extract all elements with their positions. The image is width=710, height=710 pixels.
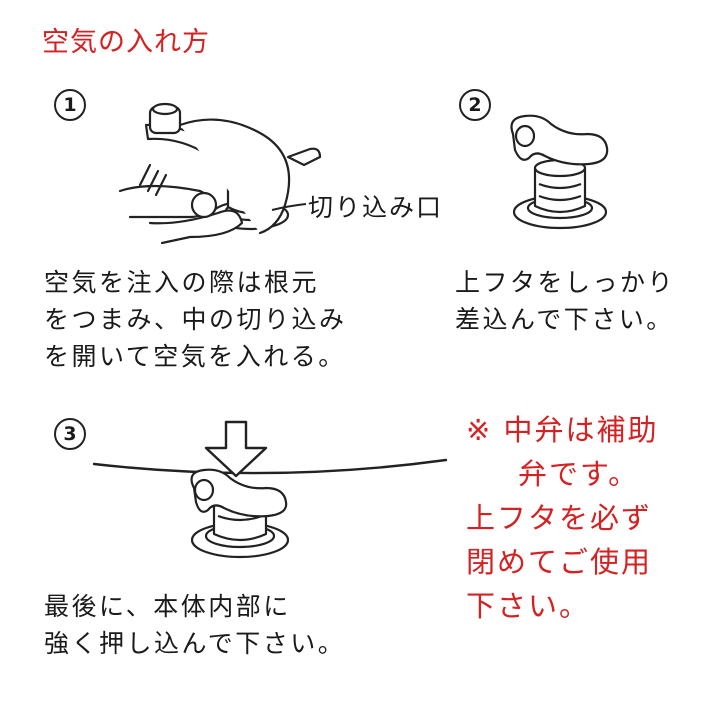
step-1-line: を開いて空気を入れる。 xyxy=(44,342,346,371)
step-2-line: 上フタをしっかり xyxy=(455,268,676,297)
step-2-line: 差込んで下さい。 xyxy=(455,305,674,334)
step-2-number: 2 xyxy=(459,89,491,121)
page-title: 空気の入れ方 xyxy=(42,27,210,58)
step-3-line: 最後に、本体内部に xyxy=(44,592,291,621)
step-1-line: をつまみ、中の切り込み xyxy=(44,305,347,334)
step-1-text: 空気を注入の際は根元 をつまみ、中の切り込み を開いて空気を入れる。 xyxy=(44,264,347,375)
down-arrow-icon xyxy=(204,420,268,478)
pushed-valve-illustration xyxy=(92,420,448,559)
step-1-callout: 切り込み口 xyxy=(308,193,444,222)
step-1-number: 1 xyxy=(54,89,86,121)
step-2-text: 上フタをしっかり 差込んで下さい。 xyxy=(455,264,675,338)
note-line: 弁です。 xyxy=(518,457,640,491)
warning-note: ※ 中弁は補助 弁です。 上フタを必ず 閉めてご使用 下さい。 xyxy=(466,408,659,628)
step-3-line: 強く押し込んで下さい。 xyxy=(44,629,346,658)
callout-pointer xyxy=(271,203,307,211)
note-line: 下さい。 xyxy=(466,589,591,623)
note-line: 上フタを必ず xyxy=(466,501,653,535)
step-1-line: 空気を注入の際は根元 xyxy=(44,268,320,297)
hand-pinching-valve-illustration xyxy=(118,102,322,245)
note-line: ※ 中弁は補助 xyxy=(466,413,659,447)
step-3-text: 最後に、本体内部に 強く押し込んで下さい。 xyxy=(44,588,345,662)
note-line: 閉めてご使用 xyxy=(466,545,653,579)
capped-valve-illustration xyxy=(510,114,609,230)
step-3-number: 3 xyxy=(54,418,86,450)
